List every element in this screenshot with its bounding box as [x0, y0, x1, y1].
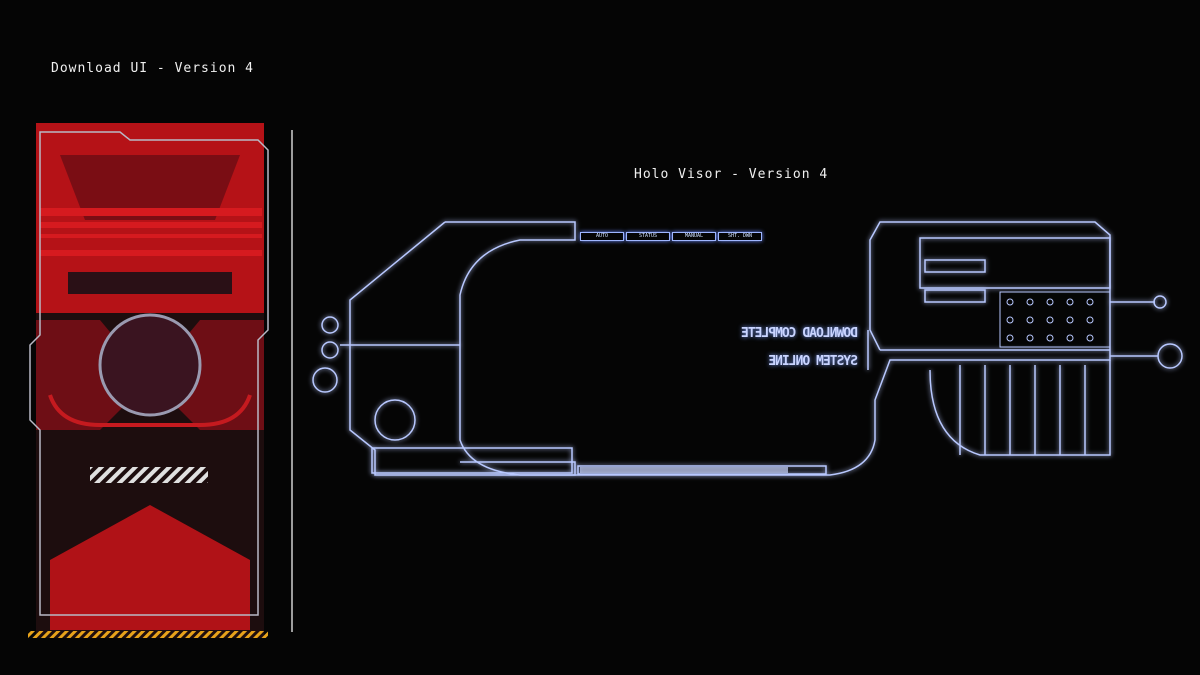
- tab-shutdown[interactable]: SHT. DWN: [718, 232, 762, 241]
- download-ui-panel: [28, 123, 293, 638]
- readout-line-1: DOWNLOAD COMPLETE: [741, 326, 858, 341]
- tab-status[interactable]: STATUS: [626, 232, 670, 241]
- holo-visor-title: Holo Visor - Version 4: [634, 167, 829, 182]
- holo-visor-frame: [312, 221, 1183, 476]
- readout-line-2: SYSTEM ONLINE: [769, 354, 858, 369]
- download-ui-title: Download UI - Version 4: [51, 61, 255, 76]
- keypad-grid: [999, 291, 1111, 348]
- progress-fill: [580, 467, 788, 473]
- tab-auto[interactable]: AUTO: [580, 232, 624, 241]
- tab-manual[interactable]: MANUAL: [672, 232, 716, 241]
